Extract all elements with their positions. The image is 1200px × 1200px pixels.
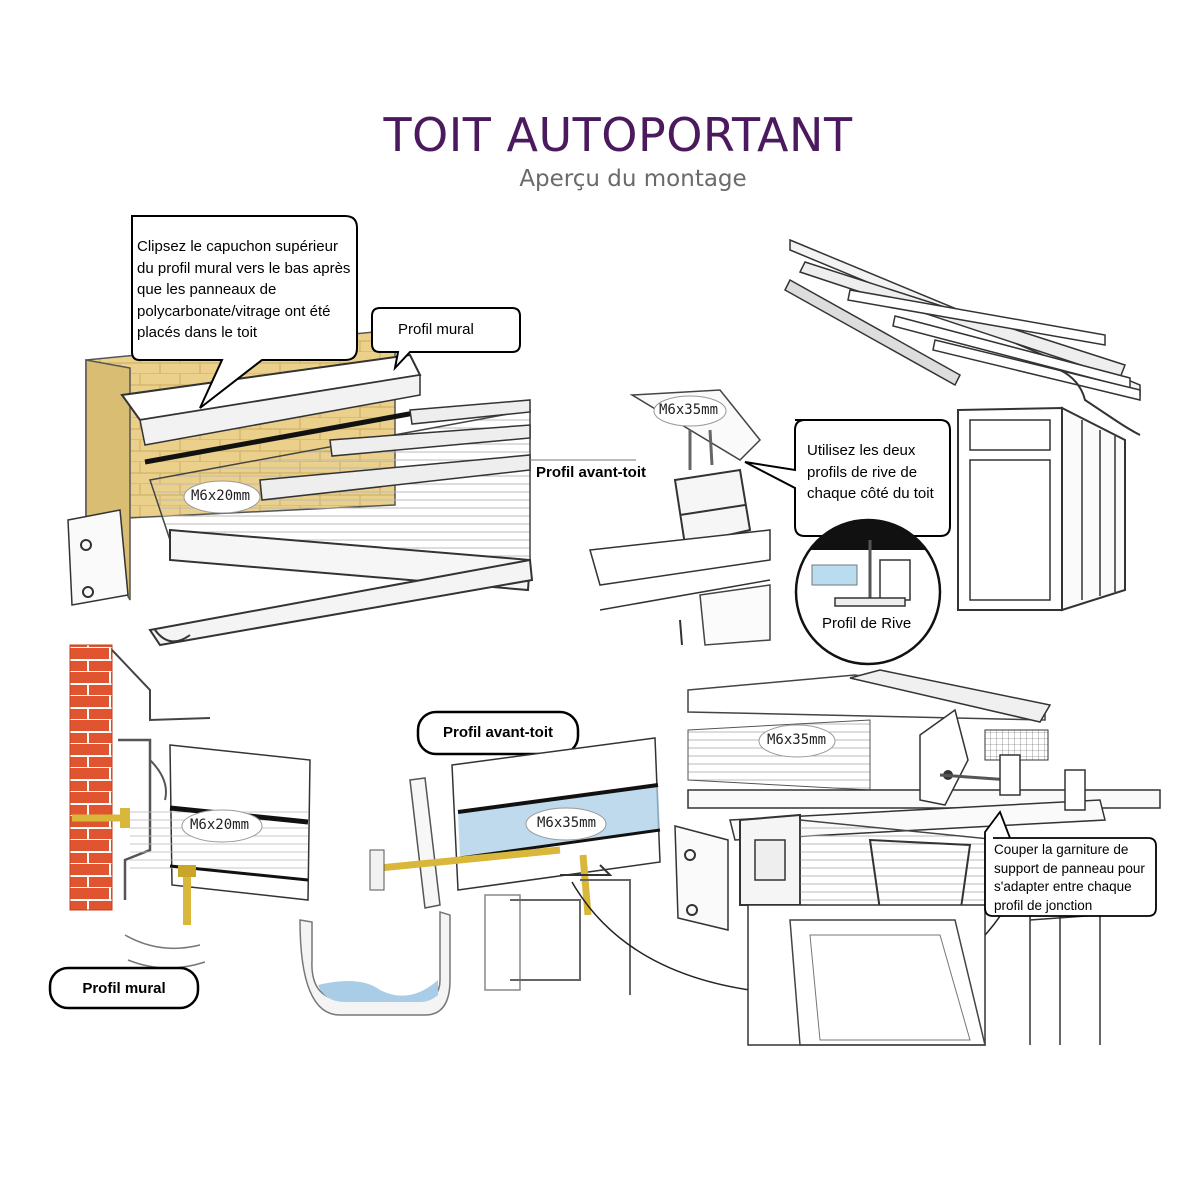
bolt-label-m6x35-bottom: M6x35mm xyxy=(537,815,597,831)
eaves-profile-bottom-label: Profil avant-toit xyxy=(442,724,553,741)
eaves-detail-top xyxy=(589,389,771,646)
clip-cap-text: Clipsez le capuchon supérieur du profil … xyxy=(137,238,351,341)
bolt-label-m6x35-right: M6x35mm xyxy=(767,732,827,748)
wall-profile-bottom-label: Profil mural xyxy=(82,980,166,997)
callout-clip-cap xyxy=(131,215,358,409)
conservatory-frame xyxy=(957,406,1126,612)
callout-cut-trim xyxy=(984,810,1157,917)
page-subtitle: Aperçu du montage xyxy=(519,166,747,192)
callout-wall-profile-top xyxy=(371,307,521,372)
callout-eaves-bottom xyxy=(416,710,580,756)
eaves-profile-bracket xyxy=(673,468,752,547)
callout-wall-profile-bottom xyxy=(48,966,200,1010)
eaves-profile-top-label: Profil avant-toit xyxy=(536,464,647,481)
support-grid xyxy=(984,729,1049,761)
wall-profile-top-label: Profil mural xyxy=(398,321,474,338)
edge-profile-circle xyxy=(794,518,942,666)
bolt-label-m6x20-bottom: M6x20mm xyxy=(190,817,250,833)
roof-junction-assembly xyxy=(674,669,1161,1046)
red-brick-wall xyxy=(69,644,113,911)
edge-profile-label: Profil de Rive xyxy=(822,615,912,632)
wall-section-bottom-left xyxy=(69,644,311,969)
page-title: TOIT AUTOPORTANT xyxy=(383,108,853,162)
exploded-roof-profiles xyxy=(784,238,1141,436)
bolt-label-m6x20-top: M6x20mm xyxy=(191,488,251,504)
eaves-gutter-section xyxy=(299,737,661,1016)
wall-bracket-plate xyxy=(67,509,129,606)
wall-assembly-top-left xyxy=(67,329,534,647)
callout-edge-profiles xyxy=(744,419,951,537)
bolt-label-m6x35-top: M6x35mm xyxy=(659,402,719,418)
cut-trim-text: Couper la garniture de support de pannea… xyxy=(994,842,1145,913)
edge-profiles-text: Utilisez les deux profils de rive de cha… xyxy=(807,442,934,502)
round-bracket xyxy=(919,708,969,806)
